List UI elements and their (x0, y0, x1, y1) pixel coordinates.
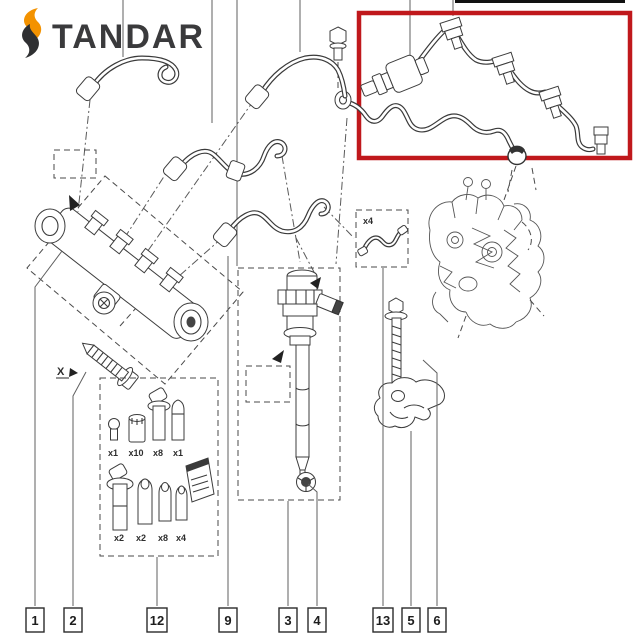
callout-9-label: 9 (224, 613, 231, 628)
kit-qty-6: x2 (136, 533, 146, 543)
rail-pressure-sensor (92, 283, 121, 315)
fuel-temp-sensor (360, 54, 430, 97)
empty-label-box-rail (53, 149, 97, 179)
kit-qty-7: x8 (158, 533, 168, 543)
hose-end-fitting (593, 126, 609, 155)
leader-lines (34, 250, 438, 606)
callout-2-label: 2 (69, 613, 76, 628)
mounting-bolt-x: X (56, 342, 139, 390)
callout-9[interactable]: 9 (218, 607, 238, 633)
callout-5-label: 5 (407, 613, 414, 628)
kit-item-sleeve-1 (137, 478, 153, 525)
pipe-2 (162, 139, 288, 182)
kit-qty-5: x2 (114, 533, 124, 543)
injection-pipes (75, 54, 348, 248)
callout-2[interactable]: 2 (63, 607, 83, 633)
pipe-1 (75, 55, 180, 102)
callout-4[interactable]: 4 (307, 607, 327, 633)
kit-item-cap (128, 414, 146, 443)
callout-5[interactable]: 5 (401, 607, 421, 633)
callout-13[interactable]: 13 (372, 607, 394, 633)
arrow-x (69, 368, 78, 377)
kit-item-sleeve-2 (158, 482, 172, 522)
kit-qty-1: x1 (108, 448, 118, 458)
pipe-4 (212, 198, 331, 248)
clip-qty-label: x4 (363, 216, 373, 226)
banjo-bolt (329, 26, 347, 61)
engine-block (428, 177, 545, 339)
seal-kit-box: x1 x10 x8 x1 x2 x2 x8 x4 (99, 377, 219, 557)
kit-instruction-booklet (185, 457, 215, 503)
return-pipe-assembly (343, 16, 609, 166)
callout-3-label: 3 (284, 613, 291, 628)
logo-flame-orange (24, 8, 42, 43)
kit-item-plug-large (147, 387, 171, 441)
arrow-injector-top (310, 277, 321, 289)
arrow-rail (69, 195, 80, 211)
rail-ports (84, 209, 184, 293)
callout-4-label: 4 (313, 613, 321, 628)
callout-6-label: 6 (433, 613, 440, 628)
hose-connector-3 (538, 85, 563, 119)
bolt-x-label: X (57, 366, 65, 378)
kit-item-sleeve-3 (175, 485, 188, 521)
callout-1[interactable]: 1 (25, 607, 45, 633)
logo-flame-dark (22, 24, 39, 58)
arrow-injector-mid (272, 350, 284, 363)
clamp-fork (373, 377, 445, 429)
callout-13-label: 13 (376, 613, 390, 628)
logo: TANDAR (22, 8, 205, 58)
kit-qty-3: x8 (153, 448, 163, 458)
pipe-3 (244, 54, 348, 110)
callout-3[interactable]: 3 (278, 607, 298, 633)
kit-qty-8: x4 (176, 533, 186, 543)
clip-box: x4 (355, 209, 409, 268)
fuel-rail (26, 149, 244, 385)
logo-text: TANDAR (52, 18, 205, 56)
callout-12[interactable]: 12 (146, 607, 168, 633)
empty-label-box-injector (245, 365, 291, 403)
callout-1-label: 1 (31, 613, 38, 628)
hose-connector-2 (491, 51, 516, 85)
highlight-box[interactable] (356, 10, 633, 161)
injector-box (237, 267, 344, 501)
hose-connector-1 (439, 16, 464, 50)
kit-item-screw (108, 418, 120, 441)
injector (277, 269, 344, 477)
callout-12-label: 12 (150, 613, 164, 628)
kit-item-bullet (171, 399, 185, 441)
hose-clamp-ring (507, 145, 527, 166)
callout-6[interactable]: 6 (427, 607, 447, 633)
callout-row: 1 2 12 9 3 4 13 5 (25, 607, 447, 633)
kit-qty-2: x10 (128, 448, 143, 458)
kit-item-plug-large-2 (106, 463, 134, 531)
kit-qty-4: x1 (173, 448, 183, 458)
clamp-bolt (384, 297, 408, 396)
